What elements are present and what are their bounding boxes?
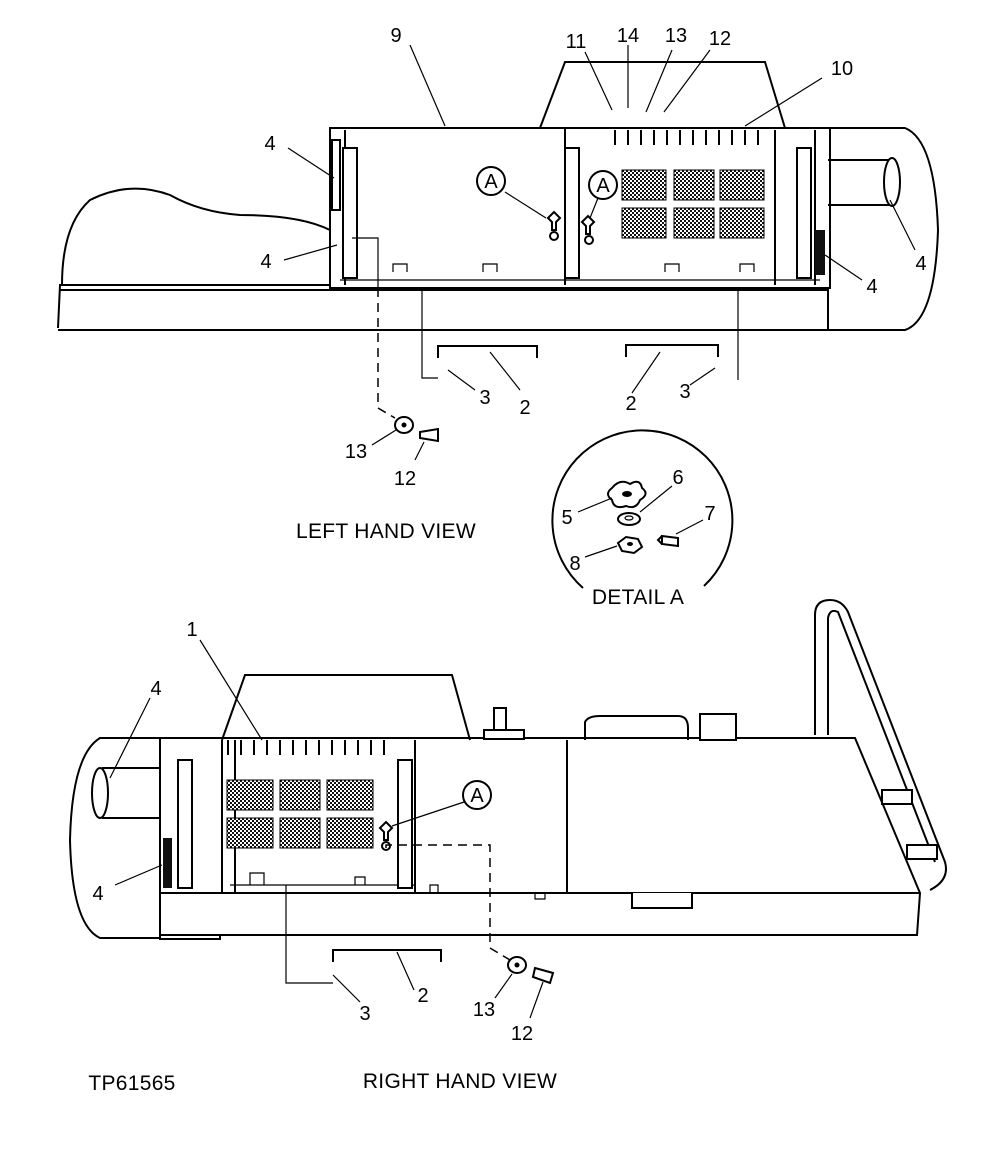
callout: 4: [92, 883, 103, 905]
callout: 6: [672, 467, 683, 489]
detail-washer-6: [617, 512, 641, 526]
callout: 8: [569, 553, 580, 575]
callout: 12: [394, 468, 416, 490]
left-vent-slots: [614, 130, 759, 145]
callout: 13: [665, 25, 687, 47]
detail-screw-7: [656, 534, 679, 548]
left-frame-rail: [58, 289, 829, 331]
left-exhaust-pipe: [828, 157, 901, 207]
right-step-rail: [584, 715, 689, 740]
callout: 9: [390, 25, 401, 47]
right-callouts: 1 4 4 2 3 13 12: [92, 619, 533, 1045]
callout: 12: [511, 1023, 533, 1045]
detail-a-caption: DETAIL A: [592, 586, 684, 609]
left-hand-view: [57, 61, 940, 443]
callout: 4: [150, 678, 161, 700]
detail-a-circle: [551, 429, 734, 589]
right-view-caption: RIGHT HAND VIEW: [363, 1070, 557, 1093]
left-latch-a1: [546, 210, 562, 241]
left-handle-rear: [625, 344, 719, 357]
left-hinge-rear: [796, 147, 812, 279]
callout: 14: [617, 25, 639, 47]
right-enclosure: [159, 737, 922, 936]
callout: 2: [417, 985, 428, 1007]
detail-marker-a-left-2: A: [588, 170, 618, 200]
right-latch-a: [378, 820, 394, 851]
left-enclosure: [329, 127, 831, 289]
right-hinge-rear: [177, 759, 193, 889]
right-screw-12: [531, 966, 555, 985]
left-machine-outline: [57, 187, 331, 329]
callout: 1: [186, 619, 197, 641]
svg-text:A: A: [484, 171, 498, 193]
callout: 12: [709, 28, 731, 50]
right-hood-top: [221, 674, 471, 741]
detail-marker-a-left-1: A: [476, 166, 506, 196]
left-latch-a2: [580, 214, 596, 245]
callout: 3: [359, 1003, 370, 1025]
svg-text:A: A: [470, 785, 484, 807]
callout: 4: [866, 276, 877, 298]
left-handle-front: [437, 345, 538, 358]
right-grille: [226, 779, 374, 849]
left-callouts: 9 11 14 13 12 10 4 4 4 4 3 2 2 3 13 12: [260, 25, 926, 490]
callout: 13: [345, 441, 367, 463]
right-vent-slots: [227, 740, 385, 755]
right-handrail: [814, 598, 947, 891]
right-counterweight: [68, 737, 161, 939]
detail-marker-a-right: A: [462, 780, 492, 810]
left-hinge-front: [342, 147, 358, 279]
right-exhaust-pipe: [91, 767, 160, 819]
callout: 2: [625, 393, 636, 415]
callout: 4: [915, 253, 926, 275]
detail-a: 5 6 7 8 DETAIL A: [551, 429, 734, 609]
left-hinge-middle: [564, 147, 580, 279]
callout: 10: [831, 58, 853, 80]
left-grille: [621, 169, 765, 239]
right-hinge-front: [397, 759, 413, 889]
callout: 3: [479, 387, 490, 409]
right-leader-lines: [109, 639, 544, 1019]
callout: 11: [566, 31, 587, 53]
callout: 13: [473, 999, 495, 1021]
left-screw-12: [419, 427, 439, 443]
left-hood-top: [539, 61, 786, 129]
callout: 2: [519, 397, 530, 419]
svg-text:A: A: [596, 175, 610, 197]
right-valve-block: [699, 713, 737, 741]
callout: 5: [561, 507, 572, 529]
left-leader-lines: [283, 44, 916, 461]
callout: 3: [679, 381, 690, 403]
right-hand-view: [68, 598, 947, 985]
callout: 4: [260, 251, 271, 273]
callout: 7: [704, 503, 715, 525]
left-counterweight: [828, 127, 940, 331]
left-view-caption: LEFT HAND VIEW: [296, 520, 476, 543]
callout: 4: [264, 133, 275, 155]
figure-id: TP61565: [88, 1072, 175, 1095]
right-handle: [332, 949, 442, 962]
